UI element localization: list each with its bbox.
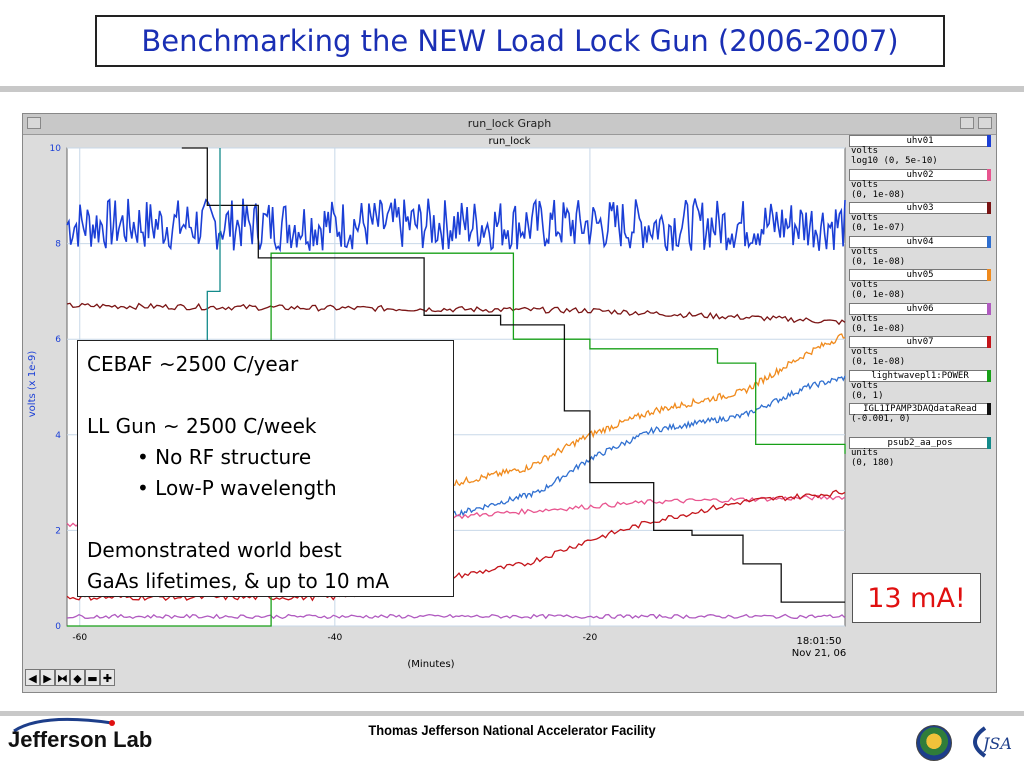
callout-bullet-2: • Low-P wavelength xyxy=(137,476,337,500)
arrow-left-icon[interactable]: ◀ xyxy=(25,669,40,686)
legend-color-swatch xyxy=(987,202,991,214)
x-tick-label: -40 xyxy=(327,633,342,643)
maximize-button[interactable] xyxy=(978,117,992,129)
jefferson-lab-logo: Jefferson Lab xyxy=(8,727,153,752)
callout-line-2: LL Gun ~ 2500 C/week xyxy=(87,414,317,438)
series-line-uhv06 xyxy=(66,613,846,620)
window-title: run_lock Graph xyxy=(467,117,552,130)
legend-units-range: (-0.001, 0) xyxy=(851,414,911,424)
series-line-uhv01 xyxy=(66,198,846,253)
legend-units-range: volts (0, 1e-08) xyxy=(851,280,906,300)
legend-series-name: uhv06 xyxy=(849,302,991,315)
plus-icon[interactable]: ✚ xyxy=(100,669,115,686)
legend-series-name: uhv02 xyxy=(849,168,991,181)
series-line-uhv04 xyxy=(410,375,846,528)
callout-line-1: CEBAF ~2500 C/year xyxy=(87,352,299,376)
plot-title: run_lock xyxy=(488,136,531,147)
bottom-divider xyxy=(0,711,1024,716)
legend-units-range: volts (0, 1e-08) xyxy=(851,246,906,267)
legend-item[interactable]: IGL1IPAMP3DAQdataRead(-0.001, 0) xyxy=(849,403,994,437)
legend-series-name: uhv01 xyxy=(849,135,991,147)
series-line-igl1ipamp3daqdataread xyxy=(181,147,845,603)
legend-color-swatch xyxy=(987,235,991,248)
axis-ticks: 0 2 4 6 8 10 -60 -40 -20 xyxy=(50,144,598,643)
window-titlebar[interactable]: run_lock Graph xyxy=(23,114,996,135)
legend-series-name: uhv03 xyxy=(849,202,991,214)
series-line-uhv05 xyxy=(410,333,846,496)
series-line-uhv03 xyxy=(66,302,846,326)
callout-box: CEBAF ~2500 C/year LL Gun ~ 2500 C/week … xyxy=(77,340,454,597)
legend-units-range: units (0, 180) xyxy=(851,447,895,468)
minus-icon[interactable]: ▬ xyxy=(85,669,100,686)
y-axis-label: volts (x 1e-9) xyxy=(27,351,38,418)
legend-series-name: lightwavepl1:POWER xyxy=(849,369,991,382)
x-tick-label: -60 xyxy=(72,633,87,643)
legend-units-range: volts (0, 1e-07) xyxy=(851,213,906,233)
window-menu-button[interactable] xyxy=(27,117,41,129)
callout-line-4: GaAs lifetimes, & up to 10 mA xyxy=(87,569,390,593)
legend-color-swatch xyxy=(987,436,991,449)
legend-series-name: uhv05 xyxy=(849,269,991,281)
legend-color-swatch xyxy=(987,269,991,281)
x-tick-label: -20 xyxy=(583,633,598,643)
graph-toolbar: ◀ ▶ ⧓ ◆ ▬ ✚ xyxy=(25,669,115,689)
legend-series-name: uhv07 xyxy=(849,336,991,348)
top-divider xyxy=(0,86,1024,92)
legend-series-name: IGL1IPAMP3DAQdataRead xyxy=(849,403,991,415)
legend-color-swatch xyxy=(987,369,991,382)
legend-units-range: volts (0, 1) xyxy=(851,380,884,401)
legend-color-swatch xyxy=(987,168,991,181)
legend-units-range: volts (0, 1e-08) xyxy=(851,179,906,200)
legend-series-name: psub2_aa_pos xyxy=(849,436,991,449)
svg-text:JSA: JSA xyxy=(980,734,1012,753)
y-tick-label: 6 xyxy=(55,335,61,345)
legend-units-range: volts (0, 1e-08) xyxy=(851,347,906,367)
legend-color-swatch xyxy=(987,135,991,147)
footer-text: Thomas Jefferson National Accelerator Fa… xyxy=(368,722,656,738)
jefferson-lab-swoosh-icon xyxy=(13,717,115,733)
arrow-right-icon[interactable]: ▶ xyxy=(40,669,55,686)
y-tick-label: 0 xyxy=(55,622,61,632)
y-tick-label: 4 xyxy=(55,431,61,441)
jsa-logo: JSA xyxy=(973,726,1012,758)
callout-line-3: Demonstrated world best xyxy=(87,538,342,562)
current-callout: 13 mA! xyxy=(852,573,981,623)
legend-color-swatch xyxy=(987,336,991,348)
collapse-icon[interactable]: ⧓ xyxy=(55,669,70,686)
y-tick-label: 2 xyxy=(55,526,61,536)
series-line-lightwavepl1-power xyxy=(67,252,846,627)
doe-seal-icon xyxy=(916,725,952,761)
legend-color-swatch xyxy=(987,302,991,315)
x-axis-label: (Minutes) xyxy=(407,659,454,670)
expand-icon[interactable]: ◆ xyxy=(70,669,85,686)
y-tick-label: 8 xyxy=(55,240,61,250)
timestamp-time: 18:01:50 xyxy=(797,636,842,647)
minimize-button[interactable] xyxy=(960,117,974,129)
legend-units-range: volts (0, 1e-08) xyxy=(851,313,906,334)
y-tick-label: 10 xyxy=(50,144,62,154)
legend-units-range: volts log10 (0, 5e-10) xyxy=(851,146,938,166)
timestamp-date: Nov 21, 06 xyxy=(792,648,847,659)
slide-title: Benchmarking the NEW Load Lock Gun (2006… xyxy=(95,15,945,67)
legend-series-name: uhv04 xyxy=(849,235,991,248)
legend-color-swatch xyxy=(987,403,991,415)
callout-bullet-1: • No RF structure xyxy=(137,445,312,469)
